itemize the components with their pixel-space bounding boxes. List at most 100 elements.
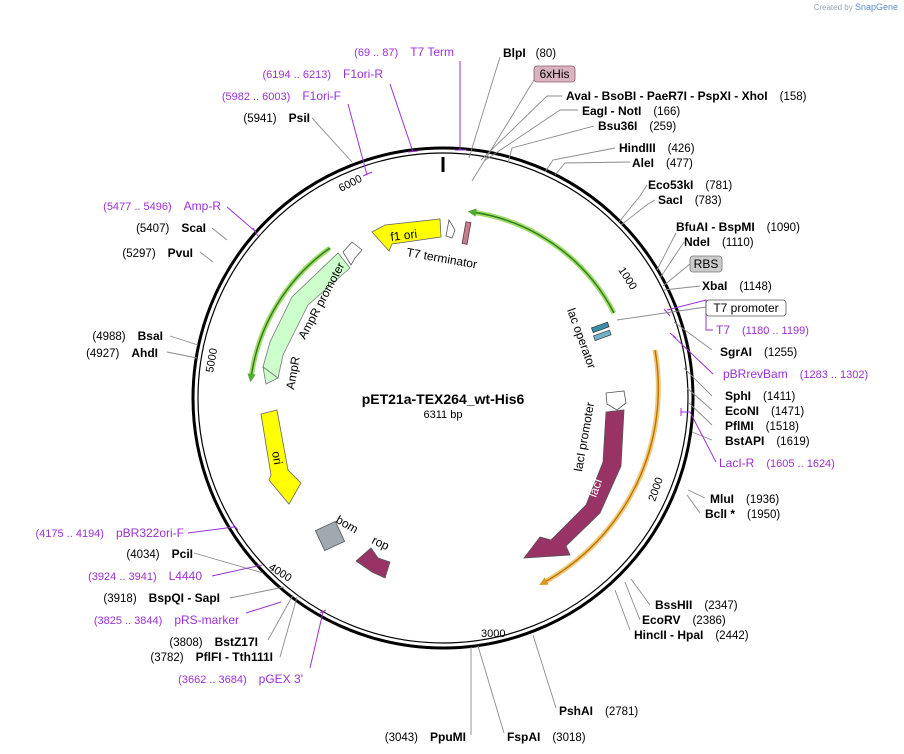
svg-text:XbaI(1148): XbaI(1148) <box>702 279 772 293</box>
svg-text:Bsu36I(259): Bsu36I(259) <box>598 119 676 133</box>
site-hincii-pos: (2442) <box>715 630 748 642</box>
svg-text:EcoRV(2386): EcoRV (2386) <box>642 613 726 627</box>
svg-text:(3825 .. 3844)pRS-marker: (3825 .. 3844)pRS-marker <box>94 613 239 627</box>
site-econi: EcoNI <box>725 404 759 418</box>
primer-t7term: T7 Term <box>410 45 454 59</box>
tex264-arc <box>467 208 615 314</box>
laci-label: lacI <box>586 477 606 499</box>
site-pvui-pos: (5297) <box>122 248 155 260</box>
site-pflfi: PflFI - Tth111I <box>196 650 273 664</box>
laci-promoter-arrow <box>605 390 627 411</box>
credit-brand: SnapGene <box>854 2 898 12</box>
svg-text:BssHII(2347): BssHII(2347) <box>655 598 738 612</box>
svg-text:(3662 .. 3684)pGEX 3': (3662 .. 3684) pGEX 3' <box>178 672 303 686</box>
site-pflmi: PflMI <box>725 419 754 433</box>
site-psii-pos: (5941) <box>243 113 276 125</box>
lac-operator-label: lac operator <box>564 306 599 370</box>
site-ahdi: AhdI <box>131 346 158 360</box>
svg-text:SgrAI(1255): SgrAI(1255) <box>720 345 797 359</box>
site-labels-right: BlpI(80) AvaI - BsoBI - PaeR7I - PspXI -… <box>503 46 810 744</box>
svg-text:(4927)AhdI: (4927)AhdI <box>86 346 158 360</box>
t7-terminator-arrow <box>445 218 456 239</box>
site-saci: SacI <box>658 193 683 207</box>
rbs-label: RBS <box>694 257 719 271</box>
site-fspai-pos: (3018) <box>552 732 585 744</box>
site-hindiii-pos: (426) <box>668 143 695 155</box>
svg-text:(3043)PpuMI: (3043)PpuMI <box>385 730 466 744</box>
svg-text:(4988)BsaI: (4988) BsaI <box>92 329 163 343</box>
site-alei-pos: (477) <box>666 158 693 170</box>
ampr-label: AmpR <box>283 355 303 391</box>
backbone-inner <box>197 152 689 644</box>
t7promoter-label: T7 promoter <box>713 301 778 315</box>
site-xbai-pos: (1148) <box>739 281 772 293</box>
site-saci-pos: (783) <box>695 195 722 207</box>
svg-text:EagI - NotI(166): EagI - NotI(166) <box>582 104 680 118</box>
boxed-features: 6xHis RBS T7 promoter <box>471 65 787 321</box>
site-mlui: MluI <box>710 492 734 506</box>
primer-f1orir-pos: (6194 .. 6213) <box>262 69 331 81</box>
svg-text:HincII - HpaI(2442): HincII - HpaI (2442) <box>634 628 749 642</box>
primer-t7-pos: (1180 .. 1199) <box>742 325 809 337</box>
site-pshai: PshAI <box>559 704 593 718</box>
site-fspai: FspAI <box>507 730 540 744</box>
svg-text:(4175 .. 4194)pBR322ori-F: (4175 .. 4194)pBR322ori-F <box>35 526 184 540</box>
svg-text:(4034)PciI: (4034)PciI <box>126 547 193 561</box>
site-pvui: PvuI <box>168 246 193 260</box>
site-bfuai: BfuAI - BspMI <box>676 220 755 234</box>
ori-arrow <box>260 409 302 505</box>
svg-text:FspAI(3018): FspAI (3018) <box>507 730 586 744</box>
svg-text:HindIII(426): HindIII(426) <box>619 141 695 155</box>
ampr-promoter-arrow <box>342 241 363 266</box>
svg-text:pBRrevBam(1283 .. 1302): pBRrevBam(1283 .. 1302) <box>723 367 868 381</box>
primer-f1orif: F1ori-F <box>302 89 341 103</box>
primer-labels: (69 .. 87)T7 Term (6194 .. 6213)F1ori-R … <box>35 45 868 686</box>
svg-text:(69 .. 87)T7 Term: (69 .. 87)T7 Term <box>354 45 454 59</box>
primer-prs: pRS-marker <box>174 613 239 627</box>
svg-text:(6194 .. 6213)F1ori-R: (6194 .. 6213)F1ori-R <box>262 67 383 81</box>
site-alei: AleI <box>632 156 654 170</box>
site-labels-left: (3043)PpuMI (3782) PflFI - Tth111I (3808)… <box>86 111 466 744</box>
svg-text:(3808)BstZ17I: (3808)BstZ17I <box>169 635 258 649</box>
t7-terminator-mark <box>461 221 472 245</box>
f1ori-label: f1 ori <box>390 227 418 244</box>
svg-text:MluI(1936): MluI(1936) <box>710 492 779 506</box>
primer-pgex3-pos: (3662 .. 3684) <box>178 674 247 686</box>
site-avai-pos: (158) <box>780 91 807 103</box>
tick-2000: 2000 <box>646 476 665 503</box>
site-hincii: HincII - HpaI <box>634 628 703 642</box>
laci-arrow <box>523 409 625 559</box>
svg-text:SphI(1411): SphI(1411) <box>725 389 796 403</box>
site-bcli: BclI * <box>705 507 735 521</box>
f1ori-arrow <box>371 218 442 252</box>
site-bsai: BsaI <box>138 329 163 343</box>
site-ppumi-pos: (3043) <box>385 732 418 744</box>
site-eco53ki-pos: (781) <box>705 180 732 192</box>
snapgene-credit: Created by SnapGene <box>814 2 898 12</box>
svg-text:Eco53kI(781): Eco53kI(781) <box>648 178 732 192</box>
site-bsu36i-pos: (259) <box>649 121 676 133</box>
site-sphi-pos: (1411) <box>763 391 796 403</box>
ori-label: ori <box>269 450 285 466</box>
site-blpi: BlpI <box>503 46 526 60</box>
lac-operator-mark1 <box>591 321 610 334</box>
site-bstz17i: BstZ17I <box>215 635 258 649</box>
site-ecorv-pos: (2386) <box>692 615 725 627</box>
site-bsai-pos: (4988) <box>92 331 125 343</box>
lac-operator-mark2 <box>593 329 612 342</box>
svg-text:EcoNI(1471): EcoNI(1471) <box>725 404 804 418</box>
site-pflfi-pos: (3782) <box>150 652 183 664</box>
t7-terminator-label: T7 terminator <box>405 245 478 271</box>
tick-5000: 5000 <box>204 347 220 373</box>
svg-text:BstAPI(1619): BstAPI(1619) <box>725 434 810 448</box>
primer-pgex3: pGEX 3' <box>259 672 303 686</box>
rop-label: rop <box>370 533 392 553</box>
rbs-box <box>689 255 723 273</box>
site-ecorv: EcoRV <box>642 613 680 627</box>
primer-l4440: L4440 <box>169 569 203 583</box>
site-bcli-pos: (1950) <box>747 509 780 521</box>
svg-text:BlpI(80): BlpI(80) <box>503 46 556 60</box>
site-bspqi-pos: (3918) <box>103 593 136 605</box>
tick-1000: 1000 <box>615 265 638 292</box>
